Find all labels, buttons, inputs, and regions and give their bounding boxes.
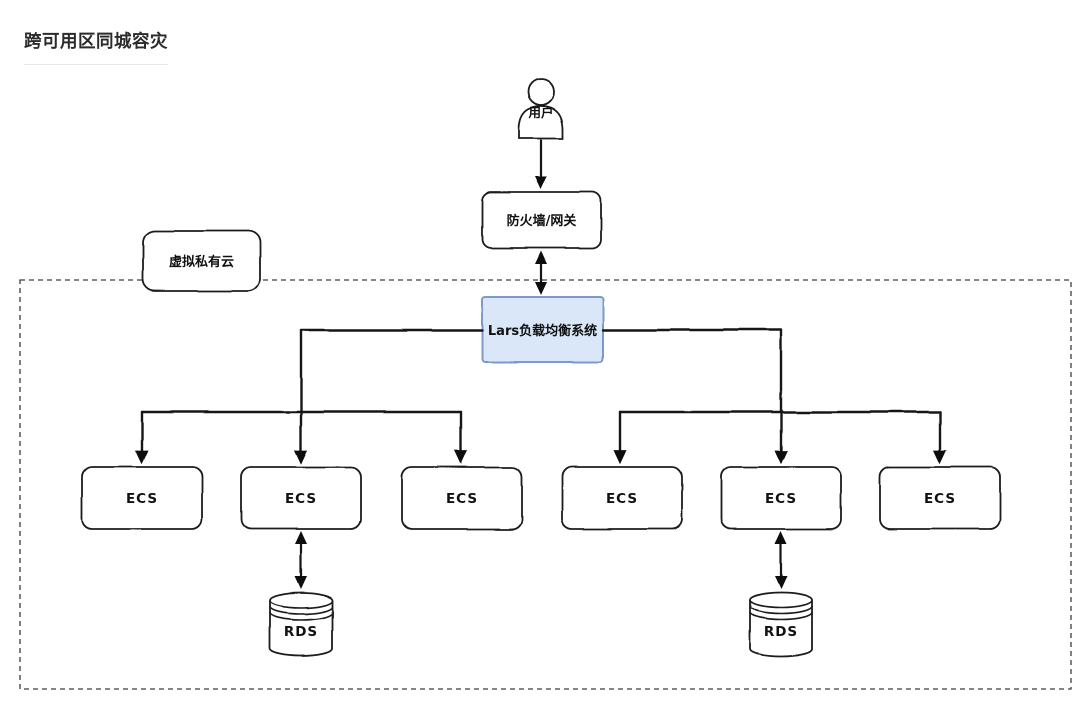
rds-label-a: RDS [284, 624, 318, 640]
ecs-label-a1: ECS [126, 491, 158, 507]
rds-disc-line [749, 605, 813, 615]
ecs-label-a2: ECS [285, 491, 317, 507]
load-balancer-label: Lars负载均衡系统 [488, 323, 597, 339]
ecs-label-b1: ECS [606, 491, 638, 507]
branch-left-zone [140, 328, 484, 414]
ecs-label-b2: ECS [765, 491, 797, 507]
rds-disc-line [749, 611, 813, 621]
ecs-box-a3 [401, 466, 523, 530]
ecs-box-a1 [81, 466, 203, 530]
branch-right-zone [601, 328, 942, 414]
ecs-box-b2 [720, 466, 842, 530]
vpc-label-box [142, 230, 261, 292]
database-icon [749, 591, 813, 658]
rds-disc-line [269, 599, 333, 609]
vpc-label: 虚拟私有云 [169, 254, 234, 270]
ecs-label-a3: ECS [446, 491, 478, 507]
person-head [527, 78, 555, 106]
person-icon [518, 78, 564, 139]
rds-label-b: RDS [764, 624, 798, 640]
rds-disc-line [269, 611, 333, 621]
diagram-labels: 用户 防火墙/网关 Lars负载均衡系统 虚拟私有云 ECS ECS ECS E… [126, 105, 956, 640]
ecs-box-a2 [240, 466, 362, 530]
diagram-title: 跨可用区同城容灾 [24, 28, 168, 65]
firewall-box [481, 191, 602, 249]
firewall-label: 防火墙/网关 [507, 213, 577, 229]
diagram-shapes [81, 78, 1001, 658]
person-body [518, 105, 564, 139]
ecs-box-b3 [879, 466, 1001, 530]
ecs-label-b3: ECS [924, 491, 956, 507]
user-label: 用户 [527, 105, 553, 120]
rds-cylinder-b [749, 591, 813, 658]
database-icon [269, 591, 333, 658]
rds-disc-line [749, 599, 813, 609]
rds-disc-line [269, 605, 333, 615]
rds-cylinder-a [269, 591, 333, 658]
ecs-box-b1 [561, 466, 683, 530]
